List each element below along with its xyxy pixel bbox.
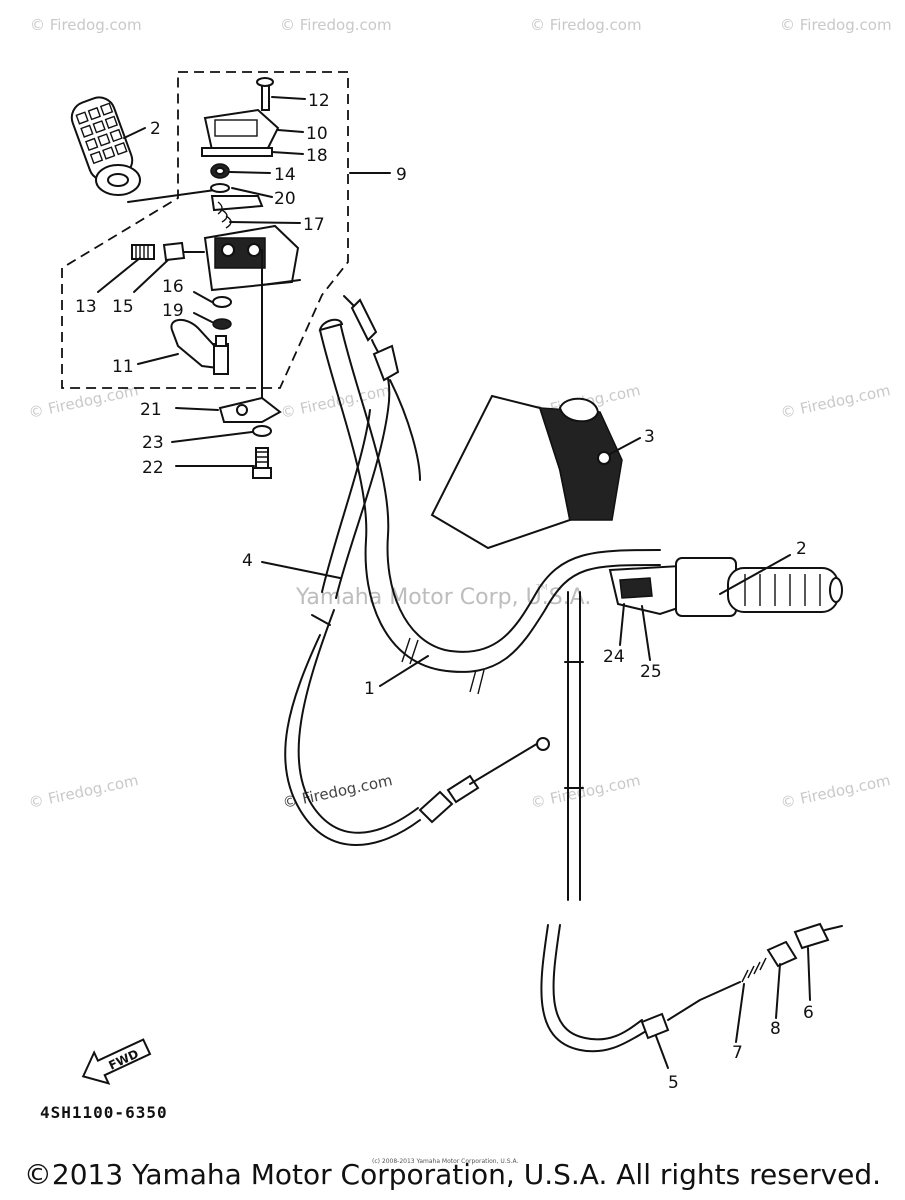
label-24: 24 bbox=[603, 647, 625, 667]
cable-boot bbox=[793, 922, 843, 950]
label-4: 4 bbox=[242, 551, 253, 571]
label-1: 1 bbox=[364, 679, 375, 699]
diagram-code: 4SH1100-6350 bbox=[40, 1103, 168, 1122]
clamp-bolt bbox=[252, 447, 272, 479]
washer bbox=[252, 425, 272, 437]
label-23: 23 bbox=[142, 433, 164, 453]
part-labels: 12 10 18 14 20 17 9 2 16 19 11 13 15 21 … bbox=[75, 91, 814, 1093]
label-21: 21 bbox=[140, 400, 162, 420]
label-8: 8 bbox=[770, 1019, 781, 1039]
lower-clamp bbox=[218, 396, 282, 423]
watermark-tm: TM bbox=[535, 583, 548, 592]
right-grip-assembly bbox=[608, 557, 843, 617]
label-12: 12 bbox=[308, 91, 330, 111]
label-13: 13 bbox=[75, 297, 97, 317]
watermark-site: © Firedog.com bbox=[30, 16, 142, 34]
throttle-case bbox=[201, 77, 301, 292]
throttle-lever bbox=[170, 319, 229, 375]
label-20: 20 bbox=[274, 189, 296, 209]
label-25: 25 bbox=[640, 662, 662, 682]
label-15: 15 bbox=[112, 297, 134, 317]
label-10: 10 bbox=[306, 124, 328, 144]
tiny-credit: (c) 2008-2013 Yamaha Motor Corporation, … bbox=[372, 1158, 519, 1165]
washer bbox=[212, 318, 232, 330]
watermark-site: © Firedog.com bbox=[779, 771, 892, 812]
label-2-right: 2 bbox=[796, 539, 807, 559]
label-17: 17 bbox=[303, 215, 325, 235]
left-grip bbox=[70, 96, 141, 196]
assembly-boundary bbox=[61, 71, 349, 389]
watermark-site: © Firedog.com bbox=[780, 16, 892, 34]
watermark-site: © Firedog.com bbox=[779, 381, 892, 422]
label-5: 5 bbox=[668, 1073, 679, 1093]
copyright-footer: ©2013 Yamaha Motor Corporation, U.S.A. A… bbox=[23, 1158, 882, 1191]
label-14: 14 bbox=[274, 165, 296, 185]
label-22: 22 bbox=[142, 458, 164, 478]
leader-lines bbox=[97, 96, 811, 1069]
label-7: 7 bbox=[732, 1043, 743, 1063]
label-11: 11 bbox=[112, 357, 134, 377]
label-6: 6 bbox=[803, 1003, 814, 1023]
label-9: 9 bbox=[396, 165, 407, 185]
watermark-site: © Firedog.com bbox=[27, 771, 140, 812]
watermark-site: © Firedog.com bbox=[280, 16, 392, 34]
brake-cable bbox=[540, 591, 741, 1053]
watermark-site: © Firedog.com bbox=[529, 771, 642, 812]
watermark-site: © Firedog.com bbox=[530, 16, 642, 34]
fwd-arrow-icon: FWD bbox=[81, 1038, 152, 1085]
label-2-left: 2 bbox=[150, 119, 161, 139]
label-3: 3 bbox=[644, 427, 655, 447]
handlebar-cover bbox=[430, 394, 623, 550]
throttle-cable bbox=[284, 295, 550, 846]
watermark-center: Yamaha Motor Corp, U.S.A. bbox=[295, 585, 591, 610]
throttle-stop-screw bbox=[131, 241, 205, 262]
washer bbox=[212, 296, 232, 308]
adjuster-spring bbox=[741, 957, 767, 983]
label-19: 19 bbox=[162, 301, 184, 321]
cable-end bbox=[766, 940, 798, 968]
label-16: 16 bbox=[162, 277, 184, 297]
label-18: 18 bbox=[306, 146, 328, 166]
